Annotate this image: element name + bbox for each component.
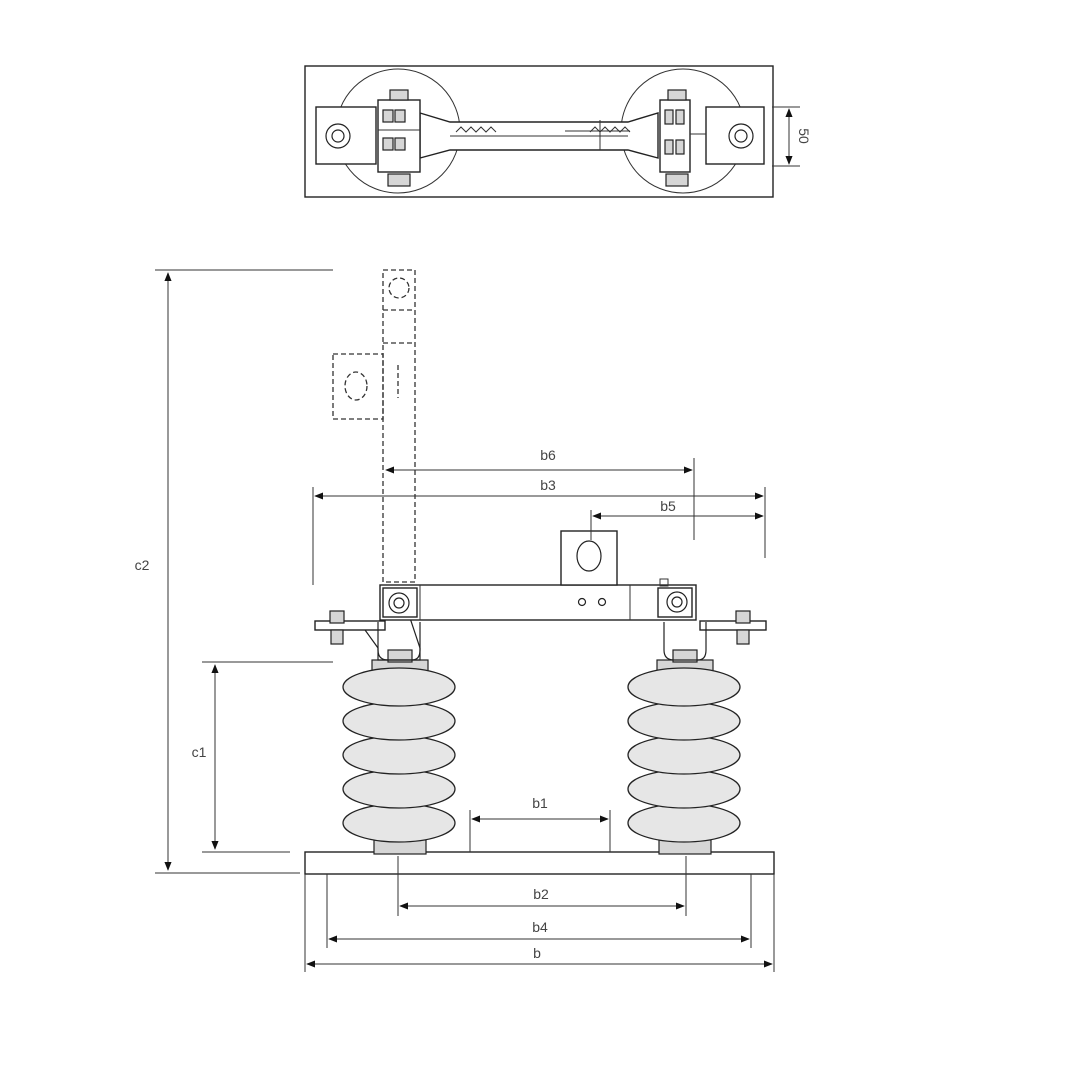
left-clamp-screw-4 <box>394 137 406 151</box>
right-shed-5 <box>627 803 741 843</box>
contact-pin <box>671 596 683 608</box>
left-clamp-screw-2 <box>394 109 406 123</box>
right-terminal-nut <box>736 629 750 645</box>
hinge-pivot-outer <box>388 592 410 614</box>
front-view: c2 c1 b6 b3 b5 b1 b2 b4 <box>135 269 775 972</box>
dim-b1-label: b1 <box>532 795 548 811</box>
dim-50-label: 50 <box>796 128 812 144</box>
left-insulator <box>342 649 456 855</box>
right-clamp-screw-4 <box>675 139 685 155</box>
top-view: 50 <box>304 65 812 198</box>
left-shed-1 <box>342 667 456 707</box>
open-blade-dashed <box>332 269 416 583</box>
closed-blade <box>379 584 697 621</box>
left-bottom-bolt <box>387 173 411 187</box>
left-terminal-pad <box>314 620 386 631</box>
right-shed-1 <box>627 667 741 707</box>
blade-rivet-1 <box>577 597 587 607</box>
left-terminal-bolt <box>329 610 345 624</box>
right-bottom-bolt <box>665 173 689 187</box>
dim-b2-label: b2 <box>533 886 549 902</box>
left-shed-3 <box>342 735 456 775</box>
right-terminal-pad <box>699 620 767 631</box>
left-mount-hole <box>331 129 345 143</box>
left-insulator-stud <box>387 649 413 663</box>
right-insulator-stud <box>672 649 698 663</box>
right-mount-hole-outer <box>728 123 754 149</box>
right-top-bolt <box>667 89 687 101</box>
dim-b6-label: b6 <box>540 447 556 463</box>
dim-c2-label: c2 <box>135 557 150 573</box>
right-clamp-screw-1 <box>664 109 674 125</box>
right-clamp-screw-2 <box>675 109 685 125</box>
right-spring <box>589 126 631 133</box>
right-terminal-bracket <box>663 610 767 661</box>
right-bracket-arm <box>663 622 707 661</box>
open-blade-eye-plate <box>332 353 384 420</box>
left-clamp-screw-3 <box>382 137 394 151</box>
left-terminal-nut <box>330 629 344 645</box>
left-clamp-screw-1 <box>382 109 394 123</box>
right-insulator <box>627 649 741 855</box>
left-bracket-arm <box>377 622 421 661</box>
base-channel <box>304 851 775 875</box>
left-shed-5 <box>342 803 456 843</box>
operating-eye-plate <box>560 530 618 586</box>
right-shed-4 <box>627 769 741 809</box>
dim-b4-label: b4 <box>532 919 548 935</box>
left-mount-plate <box>315 106 377 165</box>
contact-tab <box>659 578 669 587</box>
open-blade-eye-hole <box>344 371 368 401</box>
left-terminal-bracket <box>314 610 421 661</box>
hinge-pivot <box>393 597 405 609</box>
dim-b-label: b <box>533 945 541 961</box>
right-clamp-screw-3 <box>664 139 674 155</box>
open-blade-pin <box>388 277 410 299</box>
dim-c1-label: c1 <box>192 744 207 760</box>
right-shed-2 <box>627 701 741 741</box>
right-mount-hole <box>734 129 748 143</box>
operating-eye-hole <box>576 540 602 572</box>
left-shed-4 <box>342 769 456 809</box>
open-blade-outline <box>382 269 416 583</box>
dim-b3-label: b3 <box>540 477 556 493</box>
left-shed-2 <box>342 701 456 741</box>
contact-pin-outer <box>666 591 688 613</box>
blade-rivet-2 <box>597 597 607 607</box>
left-spring <box>455 126 497 133</box>
dim-b5-label: b5 <box>660 498 676 514</box>
left-top-bolt <box>389 89 409 101</box>
left-mount-hole-outer <box>325 123 351 149</box>
right-shed-3 <box>627 735 741 775</box>
right-terminal-bolt <box>735 610 751 624</box>
